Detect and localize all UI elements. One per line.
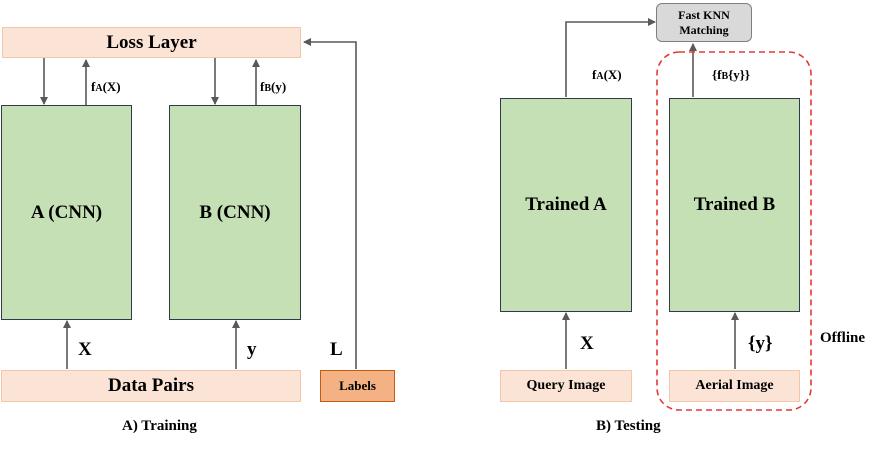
trained-b-label: Trained B — [693, 194, 776, 215]
loss-layer-box: Loss Layer — [2, 27, 301, 58]
loss-layer-label: Loss Layer — [106, 31, 197, 53]
fb-y-annotation: fB(y) — [260, 79, 287, 94]
training-l-label: L — [330, 339, 343, 360]
offline-label: Offline — [820, 330, 865, 346]
labels-label: Labels — [339, 378, 376, 393]
aerial-image-box: Aerial Image — [669, 370, 800, 402]
arrow-trained-a-to-knn — [565, 18, 656, 97]
arrow-labels-to-loss — [303, 38, 357, 369]
training-x-label: X — [78, 339, 92, 360]
offline-region-outline — [656, 51, 812, 411]
data-pairs-box: Data Pairs — [1, 370, 301, 402]
testing-fb-y-annotation: {fB{y}} — [712, 67, 750, 82]
fa-x-annotation: fA(X) — [91, 79, 121, 94]
cnn-b-label: B (CNN) — [199, 201, 271, 223]
aerial-image-label: Aerial Image — [695, 378, 774, 393]
training-y-label: y — [247, 339, 257, 360]
fast-knn-matching-box: Fast KNN Matching — [656, 3, 752, 42]
query-image-box: Query Image — [500, 370, 632, 402]
trained-b-box: Trained B — [669, 98, 800, 312]
data-pairs-label: Data Pairs — [107, 375, 194, 396]
cnn-a-label: A (CNN) — [30, 201, 103, 223]
trained-a-label: Trained A — [525, 194, 607, 215]
knn-line-1: Fast KNN — [678, 7, 730, 22]
testing-x-label: X — [580, 333, 594, 354]
query-image-label: Query Image — [526, 378, 606, 393]
testing-y-label: {y} — [748, 333, 773, 354]
cnn-a-box: A (CNN) — [1, 105, 132, 320]
knn-line-2: Matching — [679, 22, 729, 37]
testing-caption: B) Testing — [596, 418, 661, 434]
trained-a-box: Trained A — [500, 98, 632, 312]
testing-fa-x-annotation: fA(X) — [592, 67, 622, 82]
training-caption: A) Training — [122, 418, 197, 434]
cnn-b-box: B (CNN) — [169, 105, 301, 320]
labels-box: Labels — [320, 370, 395, 402]
